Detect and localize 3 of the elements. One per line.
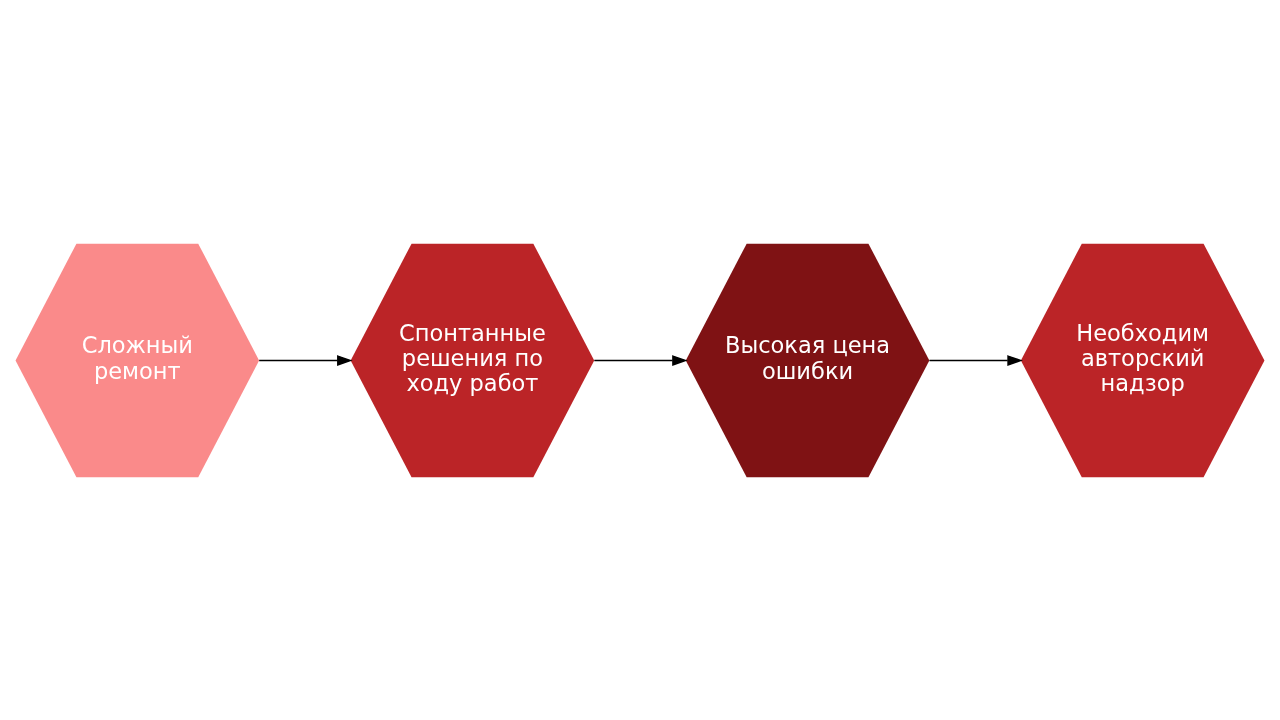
arrow [928, 354, 1023, 366]
arrow [258, 354, 353, 366]
arrow [593, 354, 688, 366]
